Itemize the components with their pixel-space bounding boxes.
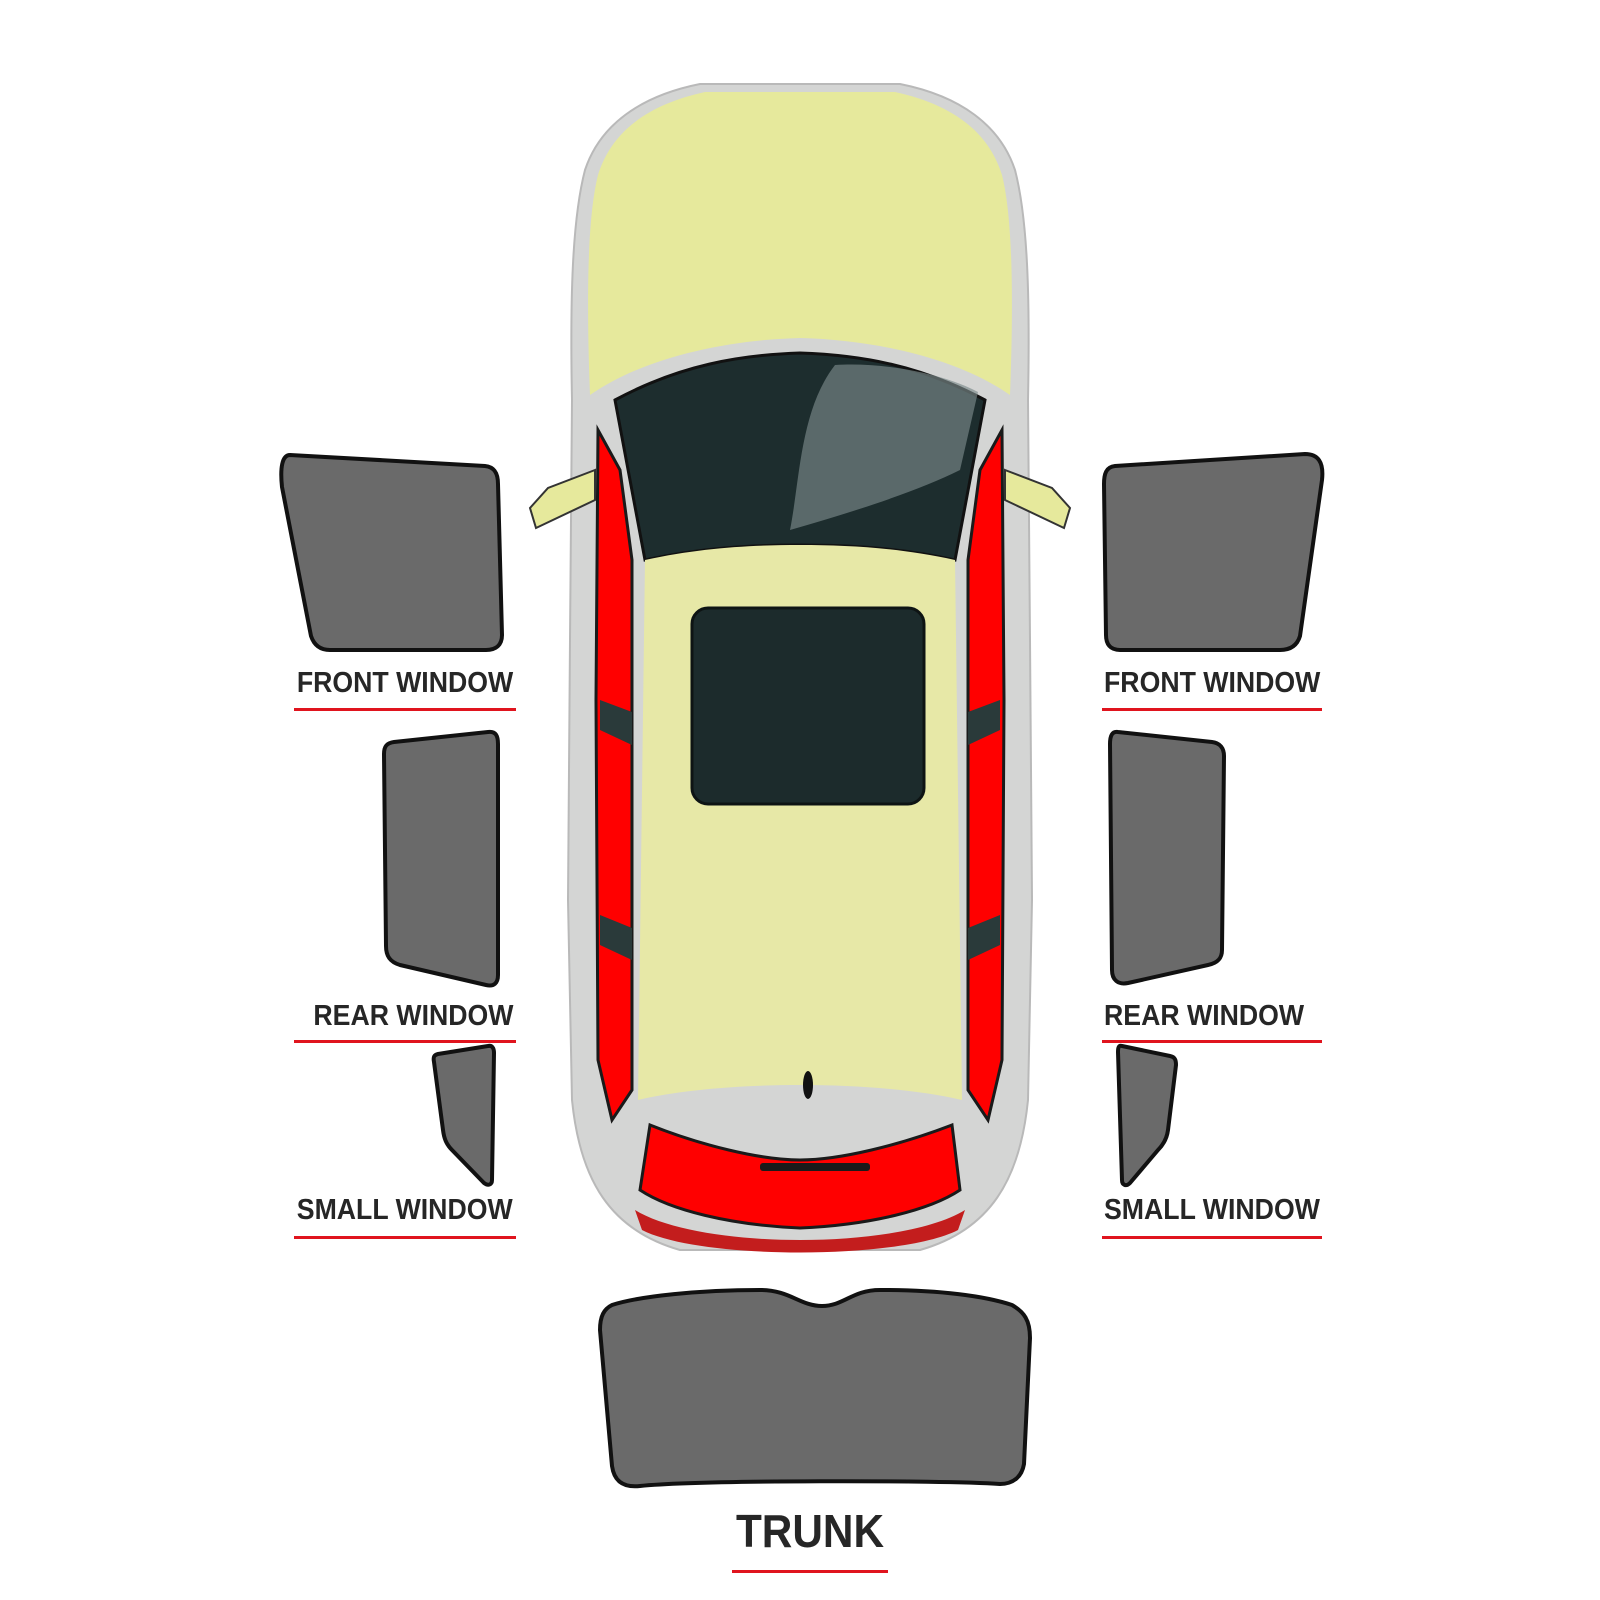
small-right-shade: [1116, 1043, 1178, 1188]
left-mirror: [528, 468, 596, 530]
left-b-pillar: [600, 700, 632, 745]
front-right-underline: [1102, 708, 1322, 711]
right-b-pillar: [968, 700, 1000, 745]
windshield-glare: [790, 364, 978, 530]
front-left-underline: [294, 708, 516, 711]
left-side-windows: [594, 424, 634, 1124]
sunroof: [690, 606, 926, 806]
rear-wiper: [760, 1163, 870, 1171]
right-c-pillar: [968, 915, 1000, 960]
small-left-shade: [431, 1043, 496, 1187]
front-right-label: FRONT WINDOW: [1104, 667, 1321, 699]
roof-antenna: [803, 1071, 813, 1099]
rear-bumper-accent: [635, 1210, 965, 1253]
left-c-pillar: [600, 915, 632, 960]
trunk-shade: [598, 1288, 1032, 1489]
front-left-shade: [279, 453, 504, 652]
small-left-underline: [294, 1236, 516, 1239]
small-right-underline: [1102, 1236, 1322, 1239]
rear-windshield: [638, 1122, 962, 1230]
rear-right-shade: [1108, 729, 1226, 986]
front-right-shade: [1102, 452, 1325, 652]
car-top-view: [528, 83, 1072, 1253]
trunk-underline: [732, 1570, 888, 1573]
right-mirror: [1004, 468, 1072, 530]
rear-left-shade: [382, 729, 500, 988]
car-hood: [588, 92, 1012, 395]
rear-left-label: REAR WINDOW: [312, 1000, 513, 1032]
front-left-label: FRONT WINDOW: [296, 667, 513, 699]
small-right-label: SMALL WINDOW: [1104, 1194, 1320, 1226]
small-left-label: SMALL WINDOW: [297, 1194, 513, 1226]
trunk-label: TRUNK: [735, 1505, 885, 1557]
rear-right-underline: [1102, 1040, 1322, 1043]
right-side-windows: [966, 424, 1006, 1124]
rear-right-label: REAR WINDOW: [1104, 1000, 1305, 1032]
rear-left-underline: [294, 1040, 516, 1043]
shade-panels: [279, 452, 1325, 1489]
